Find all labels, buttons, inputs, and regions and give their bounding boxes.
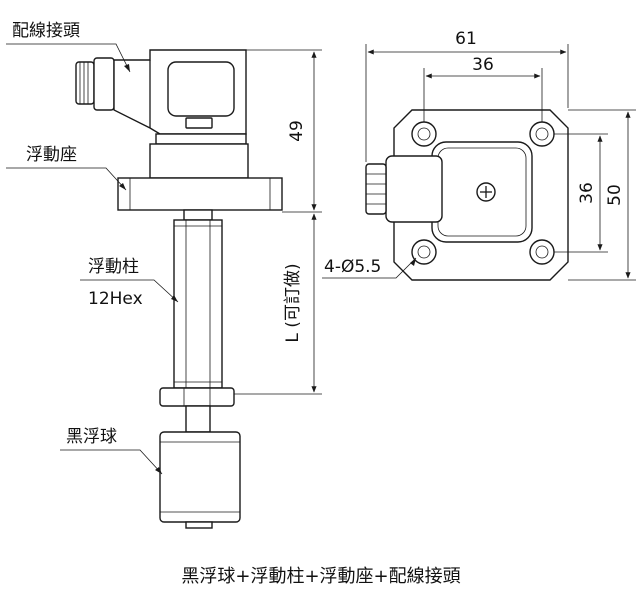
label-float-ball: 黑浮球 (60, 427, 163, 475)
float-rod (173, 219, 223, 389)
rod-nut (159, 387, 235, 407)
float-seat-flange (117, 177, 283, 211)
hex-label: 12Hex (88, 289, 143, 309)
mounting-holes (411, 121, 555, 265)
connector-base (155, 133, 247, 145)
caption: 黑浮球+浮動柱+浮動座+配線接頭 (181, 566, 460, 587)
float-seat-label: 浮動座 (26, 145, 77, 165)
seat-neck (149, 143, 249, 179)
float-ball-label: 黑浮球 (66, 427, 117, 447)
cable-gland (75, 57, 115, 111)
label-holes: 4-Ø5.5 (322, 257, 417, 279)
dim-L-text: L (可訂做) (283, 263, 303, 342)
dim-61-text: 61 (455, 29, 477, 49)
dim-36h-text: 36 (472, 55, 494, 75)
dimension-49: 49 (246, 49, 322, 213)
connector-housing (113, 49, 247, 135)
dimension-50: 50 (568, 109, 636, 281)
screw-icon (476, 182, 496, 202)
float-rod-label: 浮動柱 (88, 257, 139, 277)
top-connector (365, 155, 443, 223)
label-float-seat: 浮動座 (6, 145, 127, 191)
dimension-36-horizontal: 36 (423, 55, 543, 122)
dimension-36-vertical: 36 (554, 133, 608, 253)
dim-36v-text: 36 (577, 182, 597, 204)
ball-stem (185, 405, 211, 433)
label-float-rod: 浮動柱 12Hex (80, 257, 179, 309)
side-view: 49 L (可訂做) 配線接頭 浮動座 浮動柱 12Hex 黑浮球 (6, 21, 322, 529)
seat-nut (183, 209, 213, 221)
holes-label: 4-Ø5.5 (324, 257, 381, 277)
dim-49-text: 49 (287, 120, 307, 142)
dim-50-text: 50 (605, 184, 625, 206)
label-connector: 配線接頭 (6, 21, 131, 73)
connector-label: 配線接頭 (12, 21, 80, 41)
black-float-ball (159, 431, 241, 529)
dimension-L: L (可訂做) (234, 213, 322, 395)
dimension-61: 61 (365, 29, 569, 162)
top-view: 61 36 36 50 4-Ø5.5 (322, 29, 636, 281)
